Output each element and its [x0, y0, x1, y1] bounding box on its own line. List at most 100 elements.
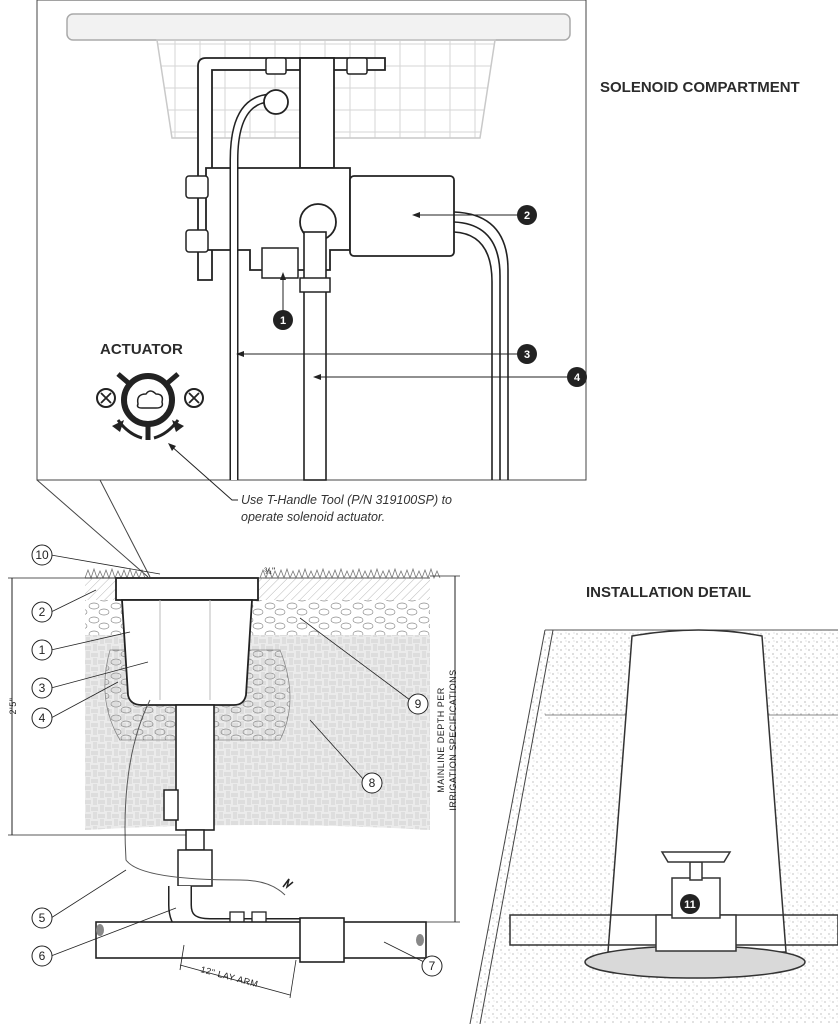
- leader-b5: [50, 869, 127, 919]
- callout-top-2: [517, 205, 537, 225]
- leader-b6: [50, 907, 177, 957]
- valve-side-port: [163, 789, 179, 821]
- callout-detail-11-label: 11: [684, 899, 696, 911]
- grass-right: [259, 567, 441, 580]
- callout-detail-11: [680, 894, 700, 914]
- callout-top-1-label: 1: [280, 315, 286, 327]
- wire-connector: [282, 878, 294, 890]
- callout-bottom-2: [31, 601, 53, 623]
- leader-b9: [299, 617, 411, 701]
- leader-b4: [50, 681, 119, 719]
- leader-b7: [383, 941, 425, 963]
- callout-top-1: [273, 310, 293, 330]
- arrow-4: [313, 374, 321, 380]
- valve-stem: [299, 57, 335, 169]
- mainline-depth-label-2: IRRIGATION SPECIFICATIONS: [448, 669, 458, 810]
- riser-coupling: [185, 829, 205, 851]
- solenoid-fitting: [261, 247, 299, 279]
- tool-note-line2: operate solenoid actuator.: [241, 510, 385, 524]
- lay-arm-dimension-line: [179, 964, 291, 996]
- callout-bottom-5-label: 5: [39, 911, 46, 925]
- actuator-arrow: [168, 443, 176, 451]
- hose-fitting: [263, 89, 289, 115]
- callout-bottom-1-label: 1: [39, 643, 46, 657]
- callout-top-2-label: 2: [524, 210, 530, 222]
- callout-bottom-7: [421, 955, 443, 977]
- callout-top-4: [567, 367, 587, 387]
- arrow-2: [412, 212, 420, 218]
- installation-detail-title: INSTALLATION DETAIL: [586, 584, 751, 601]
- lay-arm-dim-left: [179, 944, 185, 971]
- pipe-end-left: [96, 924, 104, 936]
- bracket-nut-left: [265, 57, 287, 75]
- valve-box-lid: [115, 577, 259, 601]
- callout-bottom-4: [31, 707, 53, 729]
- grass-left: [84, 567, 146, 580]
- callout-bottom-3: [31, 677, 53, 699]
- tool-note-line1: Use T-Handle Tool (P/N 319100SP) to: [241, 493, 452, 507]
- callout-bottom-9: [407, 693, 429, 715]
- solenoid-wire-3: [453, 231, 493, 480]
- mainline-depth-label-1: MAINLINE DEPTH PER: [436, 687, 446, 793]
- leader-b10: [50, 554, 161, 575]
- callout-bottom-5: [31, 907, 53, 929]
- valve-riser: [175, 704, 215, 831]
- section-view: 2'5" MAINLINE DEPTH PER IRRIGATION SPECI…: [8, 544, 460, 999]
- leader-b1: [50, 631, 131, 651]
- installation-detail: 11: [469, 629, 838, 1024]
- gate-valve-stem: [689, 861, 703, 881]
- lid-rim: [66, 13, 571, 41]
- height-dimension-label: 2'5": [8, 698, 18, 715]
- pipe-end-right: [416, 934, 424, 946]
- lay-arm-label: 12" LAY ARM: [199, 964, 259, 989]
- solenoid: [349, 175, 455, 257]
- supply-tube: [303, 231, 327, 481]
- callout-top-3: [517, 344, 537, 364]
- solenoid-compartment-panel: 1 2 3 4 ACTUATOR: [36, 0, 587, 501]
- callout-bottom-2-label: 2: [39, 605, 46, 619]
- callout-bottom-6: [31, 945, 53, 967]
- solenoid-compartment-title: SOLENOID COMPARTMENT: [600, 79, 800, 96]
- leader-b8: [309, 719, 365, 781]
- gate-valve-body: [655, 914, 737, 952]
- zoom-line-left: [36, 479, 149, 578]
- detail-edge-outer: [469, 629, 546, 1024]
- callout-bottom-10: [31, 544, 53, 566]
- callout-bottom-7-label: 7: [429, 959, 436, 973]
- actuator-icon: [96, 372, 204, 440]
- callout-bottom-8-label: 8: [369, 776, 376, 790]
- valve-bolt-upper: [185, 175, 209, 199]
- top-gap-label: ¾": [264, 566, 276, 576]
- gate-valve-handle: [660, 851, 732, 863]
- zoom-line-right: [99, 479, 151, 578]
- detail-edge-inner: [479, 629, 554, 1024]
- actuator-leader: [169, 444, 238, 501]
- callout-bottom-3-label: 3: [39, 681, 46, 695]
- callout-bottom-1: [31, 639, 53, 661]
- valve-bolt-lower: [185, 229, 209, 253]
- valve-box-cone: [607, 629, 787, 953]
- valve-box-body: [121, 599, 253, 706]
- mainline-tee: [299, 917, 345, 963]
- tube-collar: [299, 277, 331, 293]
- control-wire: [124, 699, 286, 896]
- arrow-1: [280, 272, 286, 280]
- callout-bottom-10-label: 10: [35, 548, 49, 562]
- leader-b3: [50, 661, 149, 689]
- arrow-3: [236, 351, 244, 357]
- callout-bottom-8: [361, 772, 383, 794]
- bracket-nut-right: [346, 57, 368, 75]
- mainline-pipe: [95, 921, 427, 959]
- callout-bottom-9-label: 9: [415, 697, 422, 711]
- swing-joint-fitting: [177, 849, 213, 887]
- solenoid-wire-2: [453, 221, 501, 480]
- lay-arm-dim-right: [289, 959, 297, 999]
- callout-top-4-label: 4: [574, 372, 581, 384]
- callout-bottom-6-label: 6: [39, 949, 46, 963]
- solenoid-wire-1: [453, 211, 509, 480]
- callout-top-3-label: 3: [524, 349, 530, 361]
- leader-b2: [50, 589, 97, 613]
- callout-bottom-4-label: 4: [39, 711, 46, 725]
- hose-inner: [231, 95, 271, 480]
